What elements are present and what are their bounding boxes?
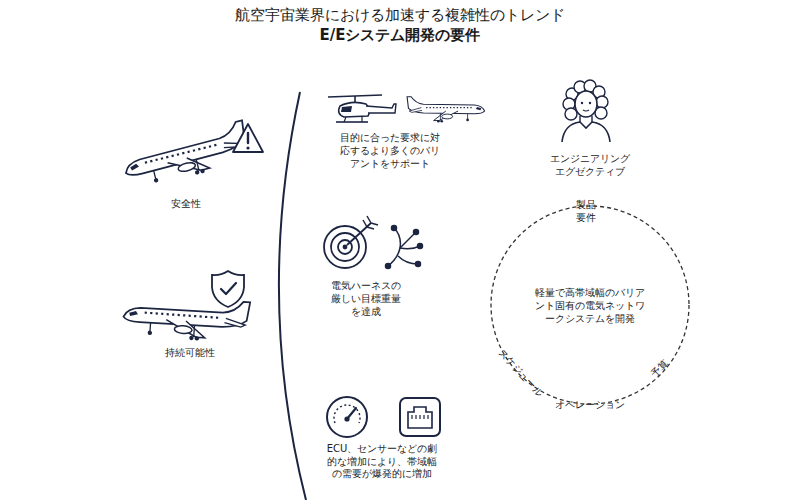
dashed-circle: [491, 206, 689, 404]
plane-small: [407, 97, 485, 123]
helicopter-icon: [328, 95, 396, 122]
shield-check: [212, 271, 244, 307]
caption-label: 製品要件: [575, 198, 597, 224]
ethernet-port-icon-part: [412, 415, 428, 419]
target-icon: [324, 216, 378, 268]
network-circle: 軽量で高帯域幅のバリアント固有の電気ネットワークシステムを開発: [490, 205, 690, 405]
helicopter-icon-part: [344, 117, 346, 122]
ethernet-port-icon-part: [400, 398, 440, 436]
shield-check-part: [221, 283, 236, 294]
target-icon-part: [343, 245, 348, 250]
caption-label: 電気ハーネスの厳しい目標重量を達成: [330, 279, 403, 318]
caption-label: 目的に合った要求に対応するより多くのバリアントをサポート: [338, 131, 442, 170]
node-text: 軽量で高帯域幅のバリアント固有の電気ネットワークシステムを開発: [534, 286, 646, 325]
plane-safety-part: [120, 120, 252, 191]
caption-label: 持続可能性: [140, 346, 240, 359]
title: 航空宇宙業界における加速する複雑性のトレンド: [100, 6, 700, 26]
person-icon-part: [575, 91, 597, 117]
plane-small-part: [407, 97, 485, 123]
person-icon-part: [596, 96, 608, 108]
plane-safety: [120, 120, 252, 191]
harness-icon-part: [392, 226, 397, 231]
warning-triangle-part: [233, 124, 263, 152]
shield-check-part: [212, 271, 244, 307]
warning-triangle-part: [247, 133, 249, 143]
gauge-icon-part: [344, 416, 349, 421]
helicopter-icon-part: [361, 117, 362, 122]
helicopter-icon-part: [336, 121, 368, 123]
person-icon-part: [581, 102, 583, 104]
helicopter-icon-part: [366, 104, 396, 113]
gauge-icon: [327, 397, 367, 437]
caption-label: スケジュール: [494, 344, 549, 401]
person-icon-part: [583, 110, 589, 111]
gauge-icon-part: [334, 405, 360, 423]
person-icon-part: [565, 108, 577, 120]
warning-triangle-part: [246, 146, 249, 149]
caption-label: エンジニアリング エグゼクティブ: [544, 152, 636, 178]
harness-icon-part: [414, 230, 419, 235]
helicopter-icon-part: [339, 102, 370, 117]
person-icon-part: [580, 116, 592, 122]
harness-icon-part: [418, 244, 423, 249]
person-icon-part: [589, 102, 591, 104]
caption-label: 予算: [646, 355, 674, 383]
warning-triangle: [233, 124, 263, 152]
separator-arc: [279, 92, 306, 500]
ethernet-port-icon: [400, 398, 440, 436]
harness-icon-part: [400, 232, 416, 248]
harness-icon-part: [388, 228, 400, 266]
target-icon-part: [363, 216, 378, 229]
subtitle: E/Eシステム開発の要件: [200, 26, 600, 46]
helicopter-icon-part: [341, 106, 352, 112]
harness-icon-part: [386, 264, 391, 269]
harness-icon-part: [416, 262, 421, 267]
person-icon-part: [562, 122, 610, 142]
helicopter-icon-part: [354, 96, 356, 102]
caption-label: ECU、センサーなどの劇的な増加により、帯域幅の需要が爆発的に増加: [326, 443, 438, 481]
harness-icon: [386, 226, 423, 269]
person-icon: [562, 80, 610, 142]
caption-label: 安全性: [146, 197, 226, 210]
gauge-icon-part: [327, 397, 367, 437]
ethernet-port-icon-part: [408, 407, 432, 428]
